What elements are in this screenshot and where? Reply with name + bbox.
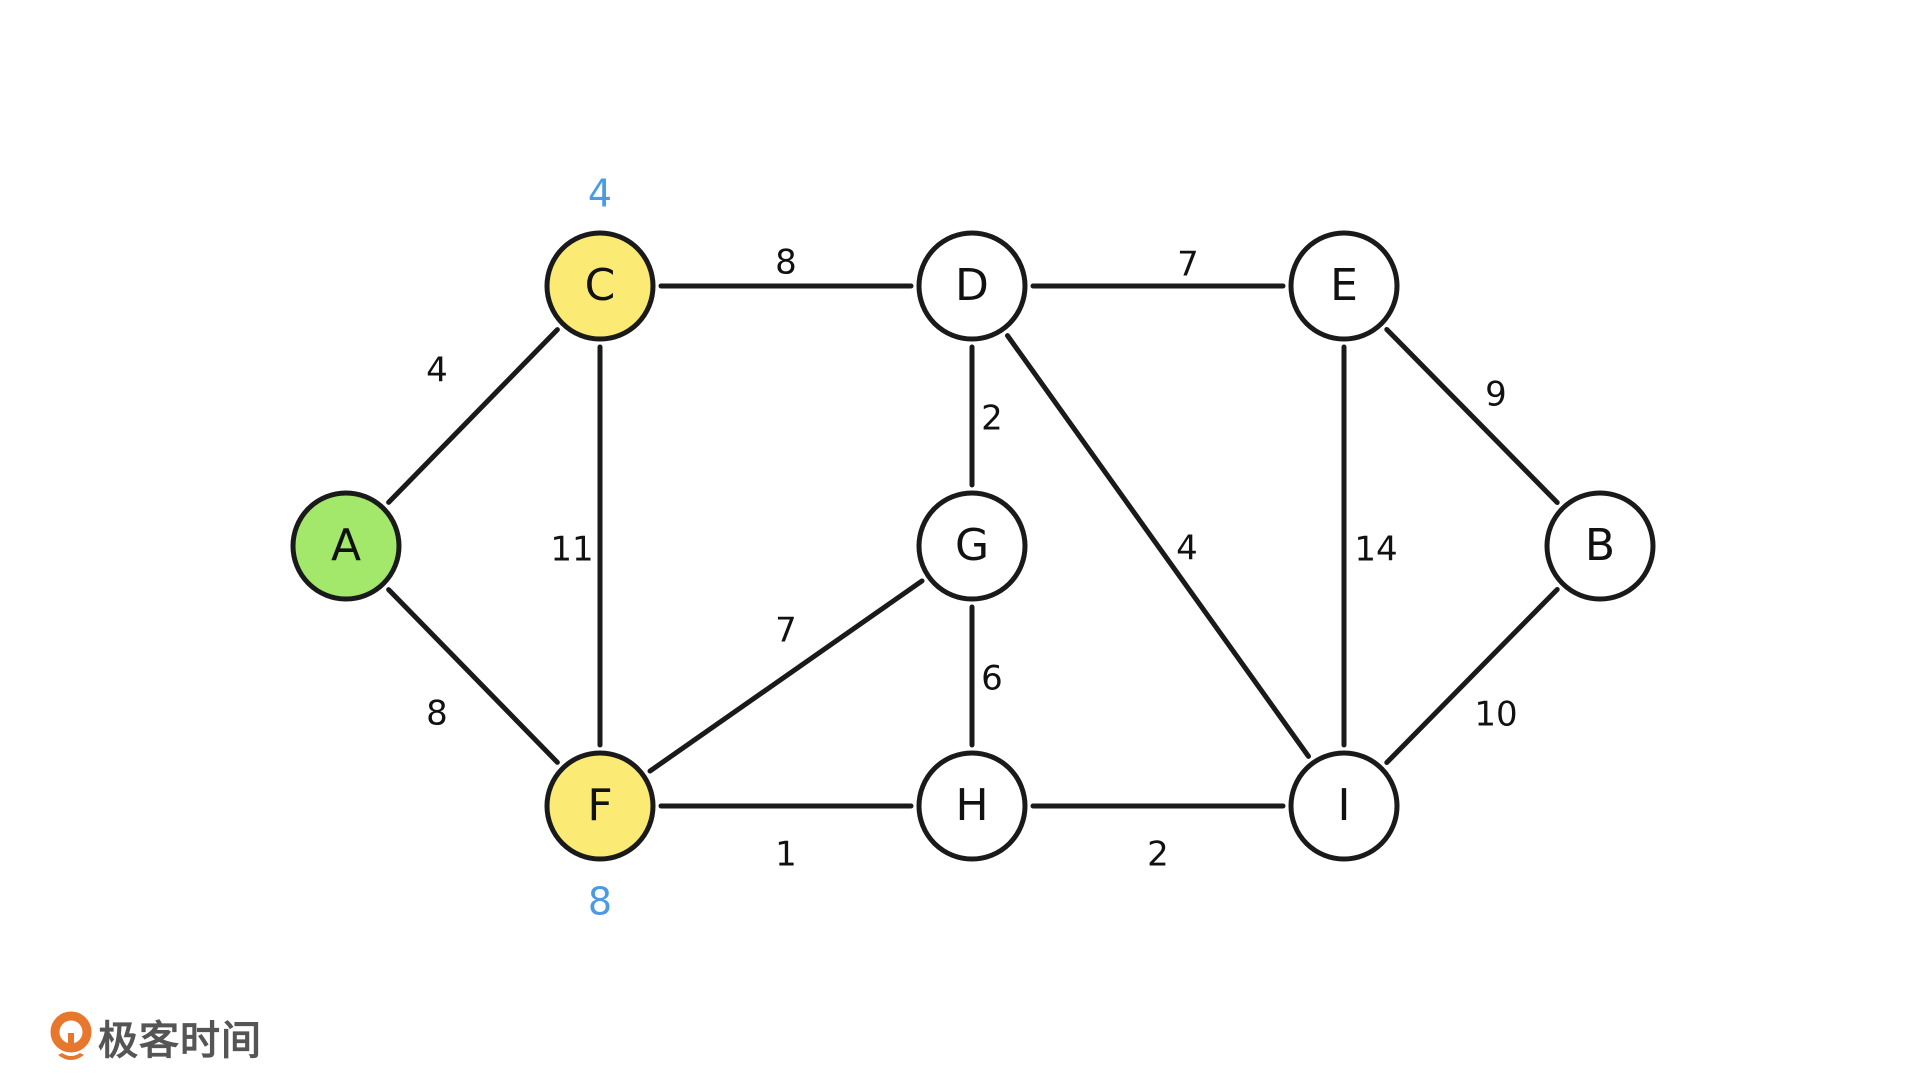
- edge-weight-G-F: 7: [775, 611, 797, 651]
- edges-layer: [386, 283, 1560, 809]
- node-B-circle: [1544, 490, 1656, 602]
- edge-weight-F-H: 1: [775, 835, 797, 875]
- node-D-label: D: [955, 260, 989, 311]
- edge-I-B: [1384, 586, 1560, 766]
- node-C-label: C: [585, 260, 616, 311]
- node-G: G: [916, 490, 1028, 602]
- node-C: C: [544, 230, 656, 342]
- node-I-circle: [1288, 750, 1400, 862]
- distance-label-C: 4: [588, 172, 612, 216]
- node-F-circle: [544, 750, 656, 862]
- node-F: F: [544, 750, 656, 862]
- node-B: B: [1544, 490, 1656, 602]
- edge-weight-H-I: 2: [1147, 835, 1169, 875]
- brand-name: 极客时间: [98, 1018, 262, 1064]
- node-A: A: [290, 490, 402, 602]
- edge-weight-E-B: 9: [1485, 375, 1507, 415]
- node-H: H: [916, 750, 1028, 862]
- node-A-label: A: [331, 520, 361, 571]
- node-D: D: [916, 230, 1028, 342]
- distance-labels-layer: 48: [588, 172, 612, 924]
- edge-weight-C-D: 8: [775, 243, 797, 283]
- node-B-label: B: [1585, 520, 1615, 571]
- edge-weight-C-F: 11: [550, 530, 593, 570]
- node-H-label: H: [955, 780, 988, 831]
- node-E-label: E: [1330, 260, 1358, 311]
- edge-G-F: [647, 578, 925, 774]
- nodes-layer: A C D E G B F H I: [290, 230, 1656, 862]
- node-G-label: G: [955, 520, 989, 571]
- node-D-circle: [916, 230, 1028, 342]
- distance-label-F: 8: [588, 880, 612, 924]
- geektime-logo-icon: [50, 1011, 92, 1060]
- node-I: I: [1288, 750, 1400, 862]
- node-E: E: [1288, 230, 1400, 342]
- node-H-circle: [916, 750, 1028, 862]
- edge-weight-I-B: 10: [1474, 695, 1517, 735]
- edge-weight-D-I: 4: [1176, 529, 1198, 569]
- node-C-circle: [544, 230, 656, 342]
- edge-weight-A-C: 4: [426, 351, 448, 391]
- edge-weight-E-I: 14: [1354, 530, 1397, 570]
- node-F-label: F: [587, 780, 612, 831]
- edge-weights-layer: 4 8 8 11 7 2 4 14 9 7 6 1 2 10: [426, 243, 1517, 875]
- edge-weight-D-G: 2: [981, 399, 1003, 439]
- edge-E-B: [1384, 326, 1560, 506]
- brand-logo: 极客时间: [50, 1008, 262, 1066]
- edge-D-I: [1004, 333, 1312, 759]
- node-E-circle: [1288, 230, 1400, 342]
- node-G-circle: [916, 490, 1028, 602]
- node-I-label: I: [1338, 780, 1351, 831]
- node-A-circle: [290, 490, 402, 602]
- edge-weight-D-E: 7: [1177, 245, 1199, 285]
- edge-A-C: [386, 327, 560, 505]
- edge-weight-A-F: 8: [426, 694, 448, 734]
- edge-A-F: [386, 587, 560, 765]
- edge-weight-G-H: 6: [981, 659, 1003, 699]
